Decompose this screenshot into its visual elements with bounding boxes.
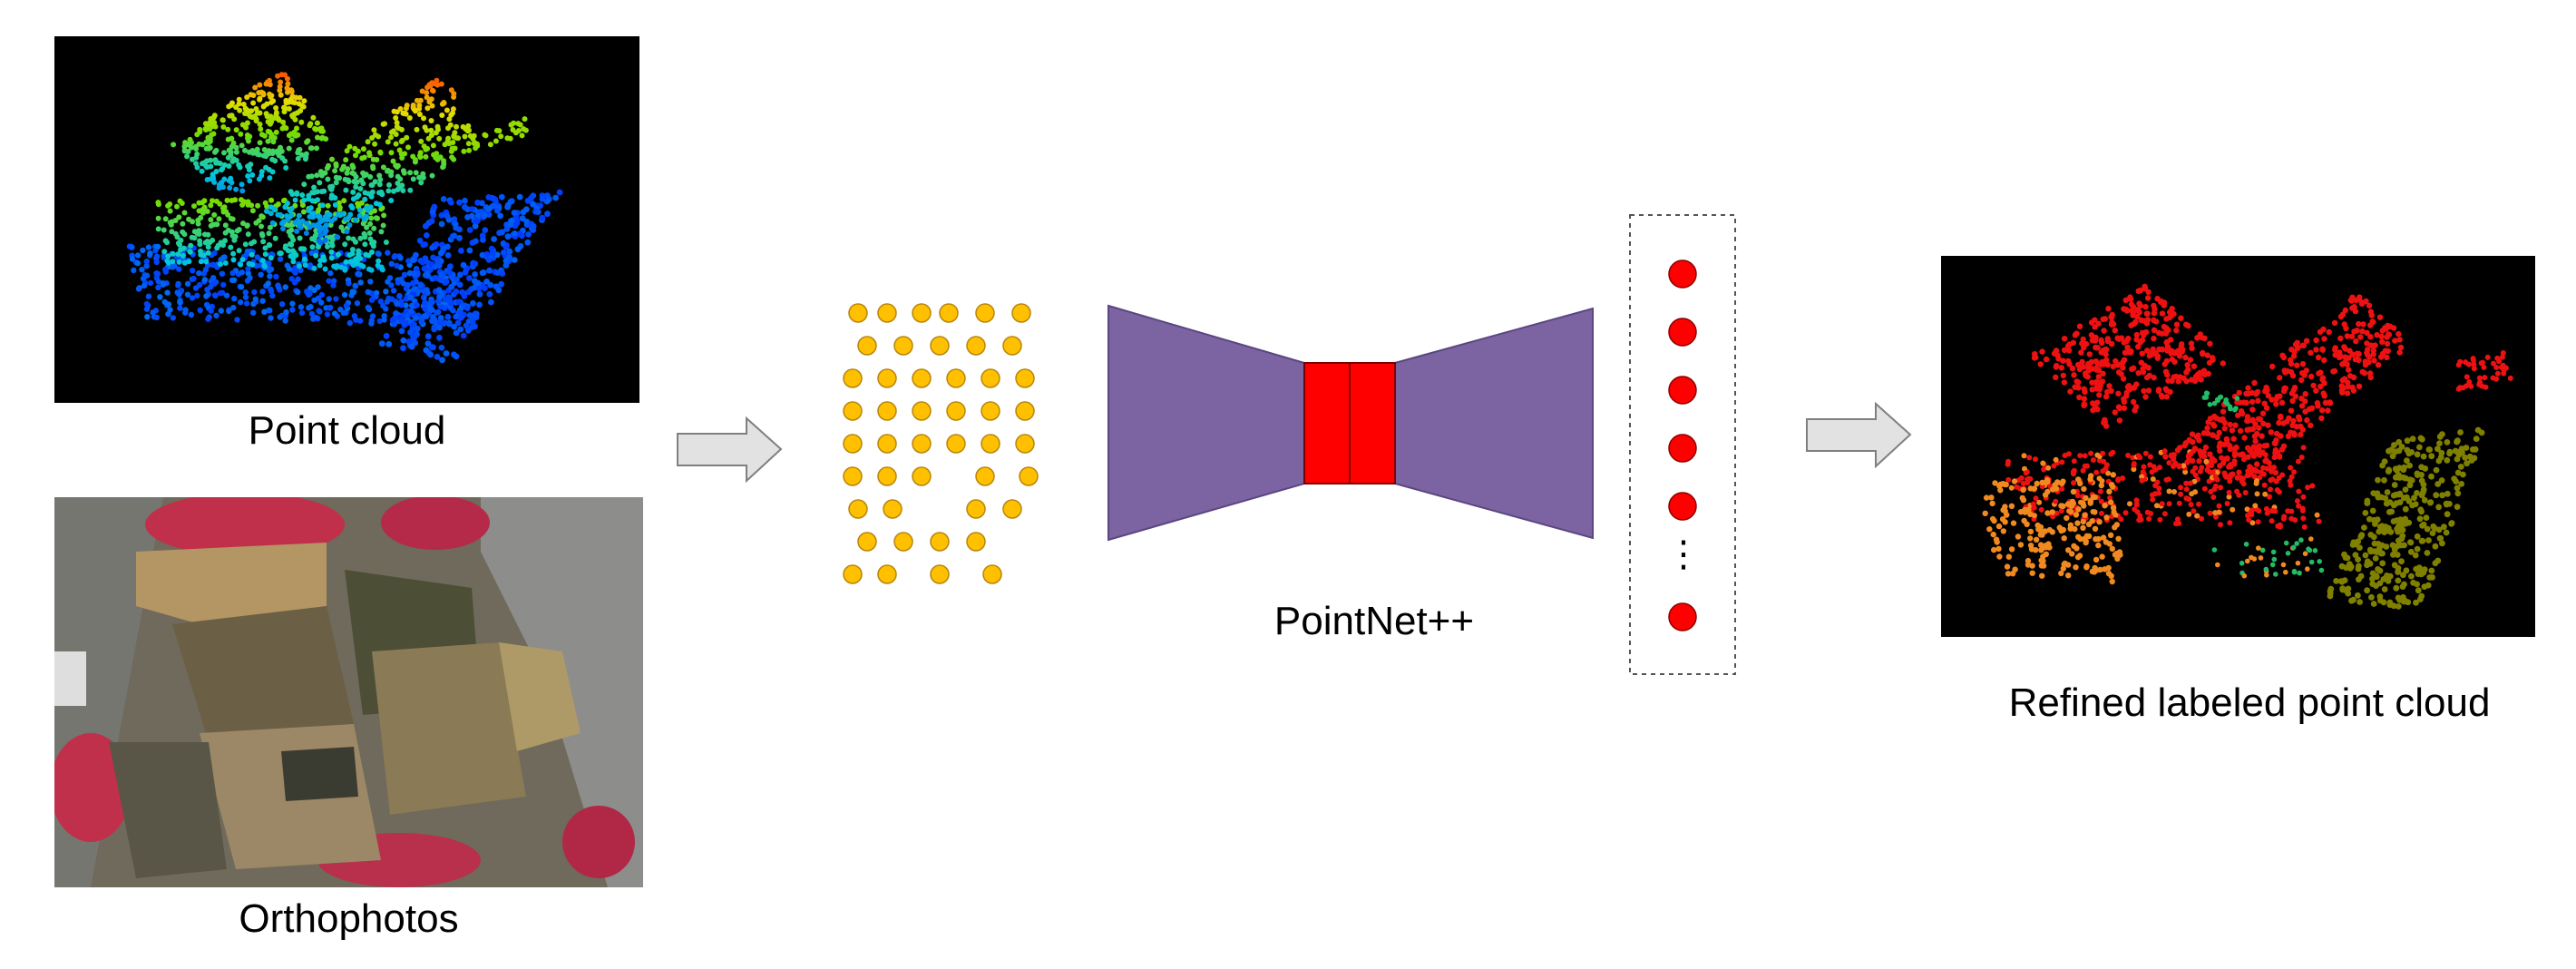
- input-point: [912, 434, 932, 454]
- input-point: [843, 466, 863, 486]
- input-point: [966, 336, 986, 356]
- input-points-icon: [843, 303, 1039, 584]
- input-point: [843, 401, 863, 421]
- orthophotos-caption: Orthophotos: [239, 896, 459, 941]
- input-point: [930, 532, 950, 552]
- right-arrow-icon: [677, 416, 783, 484]
- input-point: [1019, 466, 1039, 486]
- input-point: [975, 466, 995, 486]
- ellipsis-glyph: ⋮: [1665, 534, 1702, 574]
- input-point: [912, 303, 932, 323]
- input-point: [1011, 303, 1031, 323]
- input-point: [946, 401, 966, 421]
- refined-output-caption: Refined labeled point cloud: [2008, 680, 2491, 725]
- pointnet-caption: PointNet++: [1273, 599, 1475, 643]
- input-point: [982, 564, 1002, 584]
- input-point: [966, 532, 986, 552]
- orthophoto-image: [54, 497, 643, 887]
- input-point: [966, 499, 986, 519]
- input-point: [877, 368, 897, 388]
- input-point: [912, 401, 932, 421]
- input-point: [930, 336, 950, 356]
- input-point: [981, 401, 1000, 421]
- input-point: [1015, 401, 1035, 421]
- input-point: [893, 336, 913, 356]
- output-node: [1668, 434, 1697, 463]
- input-point: [877, 564, 897, 584]
- input-point: [883, 499, 903, 519]
- input-point: [1002, 336, 1022, 356]
- output-node: [1668, 492, 1697, 521]
- input-point: [877, 434, 897, 454]
- encoder-decoder-icon: [1107, 304, 1594, 542]
- output-nodes-icon: [1629, 214, 1736, 675]
- input-point: [1015, 434, 1035, 454]
- input-point: [946, 434, 966, 454]
- input-point: [981, 434, 1000, 454]
- point-cloud-image: [54, 36, 639, 403]
- labeled-point-cloud-image: [1941, 256, 2535, 637]
- output-node: [1668, 318, 1697, 347]
- input-point: [893, 532, 913, 552]
- input-point: [1015, 368, 1035, 388]
- input-point: [877, 466, 897, 486]
- input-point: [857, 532, 877, 552]
- output-node: [1668, 376, 1697, 405]
- input-point: [912, 466, 932, 486]
- input-point: [843, 564, 863, 584]
- input-point: [877, 303, 897, 323]
- input-point: [848, 303, 868, 323]
- input-point: [843, 368, 863, 388]
- output-node: [1668, 259, 1697, 289]
- input-point: [857, 336, 877, 356]
- input-point: [848, 499, 868, 519]
- input-point: [946, 368, 966, 388]
- right-arrow-icon: [1806, 401, 1912, 469]
- point-cloud-caption: Point cloud: [248, 408, 446, 453]
- input-point: [877, 401, 897, 421]
- output-node: [1668, 602, 1697, 631]
- input-point: [930, 564, 950, 584]
- input-point: [981, 368, 1000, 388]
- input-point: [939, 303, 959, 323]
- input-point: [1002, 499, 1022, 519]
- input-point: [843, 434, 863, 454]
- input-point: [912, 368, 932, 388]
- input-point: [975, 303, 995, 323]
